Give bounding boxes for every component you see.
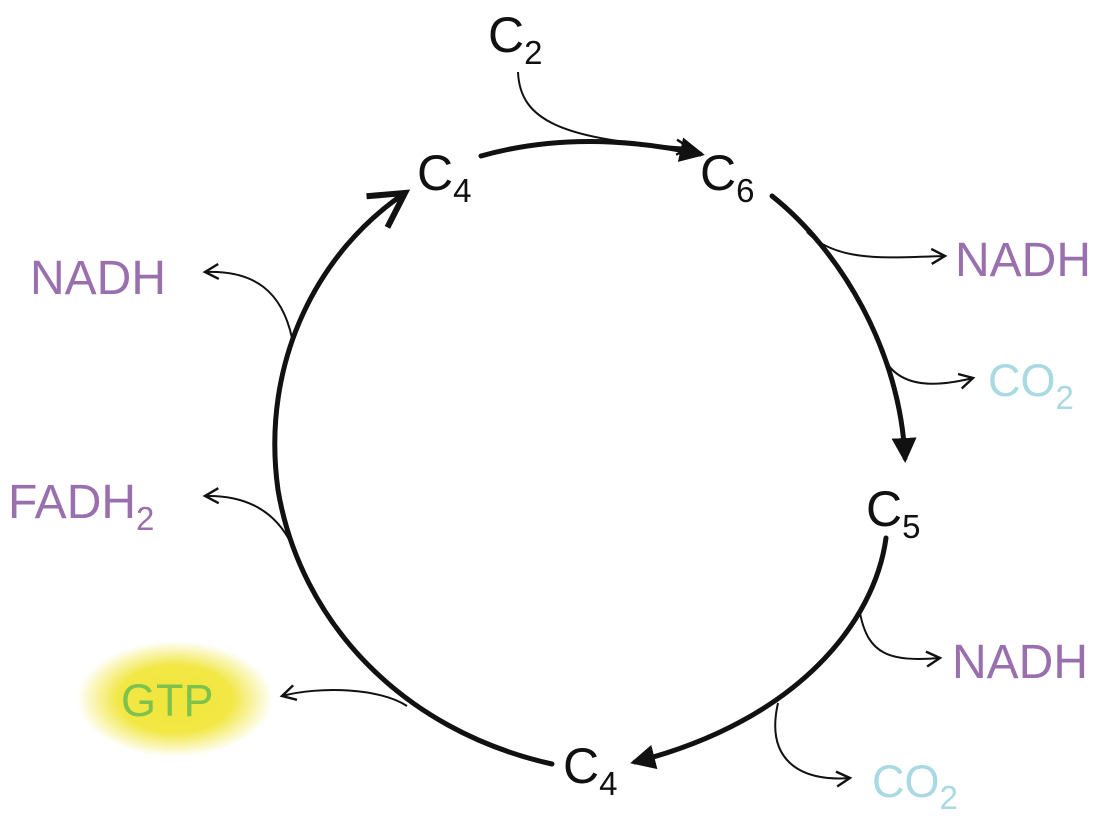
- branch-arrows: [202, 71, 976, 788]
- arrow-nadh-right-top: [806, 231, 948, 265]
- arc-c4-to-c6: [478, 137, 705, 162]
- node-c4-bottom: C4: [563, 738, 617, 802]
- cycle-arcs: [272, 137, 917, 770]
- output-labels: NADH CO2 NADH CO2 GTP FADH2 NADH: [8, 234, 1091, 816]
- arrow-nadh-left: [202, 262, 293, 339]
- arrow-nadh-right-bottom: [859, 612, 943, 668]
- arc-c4-bottom-to-c4-top: [272, 189, 555, 767]
- arrow-c2-input: [517, 71, 693, 156]
- output-gtp: GTP: [121, 675, 214, 726]
- arrow-fadh2: [202, 487, 293, 546]
- arc-c6-to-c5: [769, 193, 917, 463]
- output-nadh-left: NADH: [30, 252, 166, 305]
- output-nadh-right-top: NADH: [955, 234, 1091, 287]
- node-c5: C5: [866, 481, 920, 545]
- output-co2-bottom: CO2: [872, 756, 958, 816]
- arc-c5-to-c4-bottom: [630, 535, 889, 770]
- node-c6: C6: [700, 145, 754, 209]
- node-c2: C2: [488, 7, 542, 71]
- arrow-co2-right-top: [878, 345, 976, 390]
- arrow-co2-bottom: [774, 702, 853, 788]
- cycle-node-labels: C2 C6 C5 C4 C4: [417, 7, 920, 802]
- output-co2-right-top: CO2: [988, 355, 1074, 416]
- arrow-gtp: [279, 684, 408, 707]
- output-fadh2: FADH2: [8, 476, 154, 537]
- output-nadh-right-bottom: NADH: [952, 636, 1088, 689]
- node-c4-top: C4: [417, 145, 471, 209]
- gtp-highlight: [77, 641, 273, 757]
